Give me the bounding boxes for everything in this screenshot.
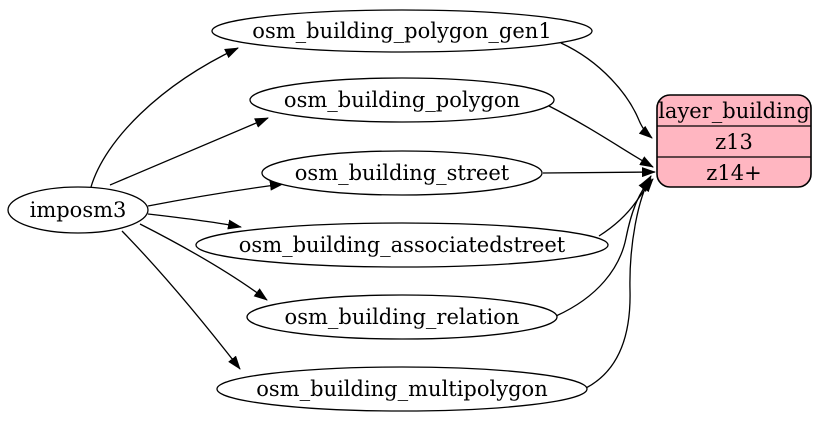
node-osm-building-polygon-gen1-shape bbox=[211, 9, 593, 53]
edge-street-to-z14 bbox=[542, 167, 656, 178]
node-imposm3: imposm3 bbox=[7, 186, 149, 234]
edge-imposm3-to-multipolygon bbox=[121, 230, 241, 370]
edge-imposm3-to-polygon-gen1 bbox=[90, 47, 239, 188]
record-row-z14-label: z14+ bbox=[706, 161, 761, 185]
node-osm-building-associatedstreet: osm_building_associatedstreet bbox=[195, 222, 609, 268]
node-osm-building-polygon-shape bbox=[249, 77, 555, 123]
edges-tables-to-layer bbox=[542, 42, 656, 389]
record-row-z13-label: z13 bbox=[715, 130, 753, 154]
edge-imposm3-to-associatedstreet bbox=[147, 213, 242, 230]
edge-imposm3-to-polygon bbox=[109, 117, 269, 186]
node-layer-building-shape bbox=[656, 94, 812, 188]
edge-imposm3-to-street bbox=[147, 180, 284, 207]
node-osm-building-relation-label: osm_building_relation bbox=[285, 305, 520, 329]
node-osm-building-street-label: osm_building_street bbox=[295, 161, 510, 185]
node-osm-building-street-shape bbox=[261, 150, 543, 196]
node-layer-building-title: layer_building bbox=[658, 99, 810, 123]
node-layer-building: layer_building z13 z14+ bbox=[656, 94, 812, 188]
node-osm-building-multipolygon-shape bbox=[216, 366, 588, 412]
node-osm-building-polygon-gen1: osm_building_polygon_gen1 bbox=[211, 9, 593, 53]
node-osm-building-street: osm_building_street bbox=[261, 150, 543, 196]
edges-source-to-tables bbox=[90, 47, 284, 370]
node-osm-building-multipolygon: osm_building_multipolygon bbox=[216, 366, 588, 412]
edge-multipolygon-to-z14 bbox=[585, 175, 652, 389]
node-osm-building-associatedstreet-label: osm_building_associatedstreet bbox=[239, 233, 566, 257]
node-osm-building-associatedstreet-shape bbox=[195, 222, 609, 268]
edge-polygon-gen1-to-z13 bbox=[560, 42, 653, 139]
edge-imposm3-to-relation bbox=[139, 223, 268, 301]
node-osm-building-polygon-label: osm_building_polygon bbox=[284, 88, 520, 112]
node-imposm3-shape bbox=[7, 186, 149, 234]
node-osm-building-multipolygon-label: osm_building_multipolygon bbox=[256, 377, 547, 401]
node-osm-building-relation-shape bbox=[246, 294, 558, 340]
edge-relation-to-z14 bbox=[555, 178, 652, 317]
edge-polygon-to-z14 bbox=[548, 105, 654, 168]
node-imposm3-label: imposm3 bbox=[30, 198, 127, 222]
node-osm-building-relation: osm_building_relation bbox=[246, 294, 558, 340]
node-osm-building-polygon: osm_building_polygon bbox=[249, 77, 555, 123]
node-osm-building-polygon-gen1-label: osm_building_polygon_gen1 bbox=[252, 19, 551, 43]
